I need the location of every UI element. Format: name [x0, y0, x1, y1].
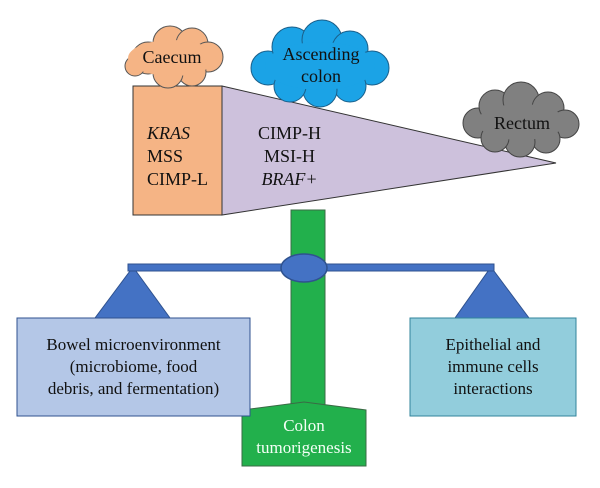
pivot-ellipse	[280, 253, 328, 283]
base-text: Colon tumorigenesis	[242, 410, 366, 464]
base-line-1: Colon	[283, 416, 325, 435]
ascending-colon-line-1: Ascending	[282, 44, 360, 64]
left-box-line-2: (microbiome, food	[69, 357, 198, 376]
left-box-line-3: debris, and fermentation)	[47, 379, 220, 398]
cimp-l-label: CIMP-L	[147, 169, 209, 189]
kras-label: KRAS	[147, 123, 190, 143]
left-box-line-1: Bowel microenvironment	[46, 335, 221, 354]
left-pan-triangle	[94, 266, 171, 319]
right-box-line-2: immune cells	[447, 357, 539, 376]
left-orange-panel	[132, 85, 223, 216]
cimp-h-label: CIMP-H	[258, 123, 322, 143]
base-block	[241, 401, 367, 467]
right-box	[409, 317, 577, 417]
ascending-colon-label: Ascending colon	[268, 40, 374, 90]
mss-label: MSS	[147, 146, 184, 166]
msi-h-label: MSI-H	[264, 146, 316, 166]
ascending-colon-line-2: colon	[301, 66, 341, 86]
rectum-cloud	[462, 81, 580, 158]
rectum-label: Rectum	[494, 112, 550, 133]
ascending-colon-cloud	[250, 19, 390, 108]
base-line-2: tumorigenesis	[256, 438, 352, 457]
braf-label: BRAF+	[261, 169, 318, 189]
pillar	[290, 209, 326, 411]
right-box-text: Epithelial and immune cells interactions	[410, 318, 576, 416]
left-panel-text: KRAS MSS CIMP-L	[147, 122, 208, 191]
right-box-line-3: interactions	[453, 379, 533, 398]
right-box-line-1: Epithelial and	[445, 335, 541, 354]
wedge-text: CIMP-H MSI-H BRAF+	[258, 122, 321, 191]
left-box-text: Bowel microenvironment (microbiome, food…	[17, 318, 250, 416]
right-pan-triangle	[454, 266, 530, 319]
caecum-label: Caecum	[142, 46, 202, 67]
left-box	[16, 317, 251, 417]
caecum-cloud	[124, 25, 224, 89]
